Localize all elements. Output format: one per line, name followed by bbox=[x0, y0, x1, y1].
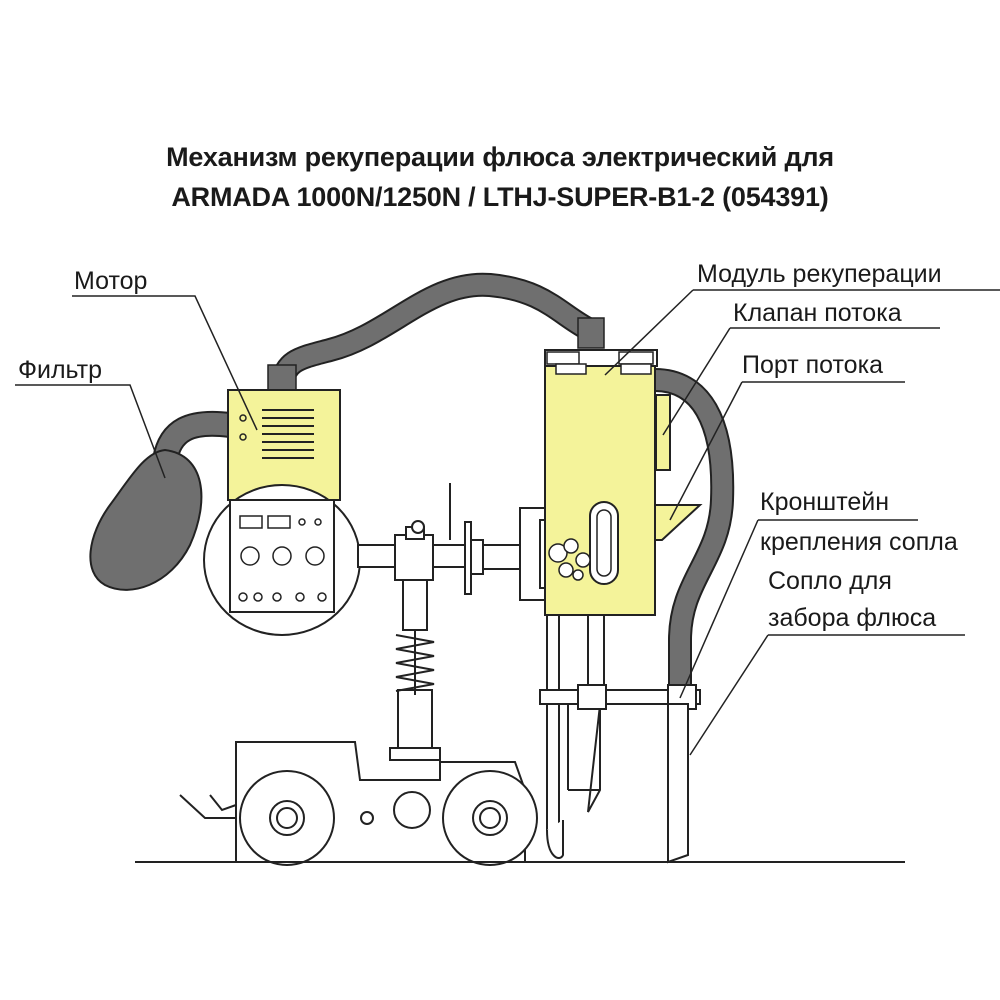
module-legs bbox=[546, 614, 605, 859]
vertical-column bbox=[389, 579, 441, 761]
diagram-title-line-2: ARMADA 1000N/1250N / LTHJ-SUPER-B1-2 (05… bbox=[171, 182, 829, 212]
label-nozzle-line2: забора флюса bbox=[768, 604, 937, 632]
label-motor: Мотор bbox=[74, 267, 148, 295]
leader-lines bbox=[15, 289, 1000, 756]
tractor-base bbox=[179, 741, 538, 866]
label-bracket-line1: Кронштейн bbox=[760, 488, 890, 516]
label-bracket-line2: крепления сопла bbox=[760, 528, 958, 556]
hose-collar-module bbox=[577, 317, 605, 349]
motor-unit bbox=[227, 389, 341, 501]
horizontal-arm bbox=[357, 483, 551, 601]
control-panel bbox=[203, 484, 361, 636]
nozzle-bracket bbox=[539, 684, 701, 710]
flow-valve bbox=[655, 394, 671, 471]
diagram-title-line-1: Механизм рекуперации флюса электрический… bbox=[166, 142, 834, 172]
hose-top bbox=[270, 272, 596, 388]
filter-bag bbox=[89, 448, 203, 591]
label-nozzle-line1: Сопло для bbox=[768, 567, 892, 595]
hose-collar-motor bbox=[267, 364, 297, 392]
label-filter: Фильтр bbox=[18, 356, 102, 384]
recovery-module bbox=[544, 349, 703, 616]
label-flow-port: Порт потока bbox=[742, 351, 883, 379]
label-flow-valve: Клапан потока bbox=[733, 299, 902, 327]
flow-port bbox=[654, 504, 703, 541]
spring bbox=[395, 634, 435, 692]
suction-nozzle bbox=[667, 703, 689, 864]
label-recovery-module: Модуль рекуперации bbox=[697, 260, 942, 288]
